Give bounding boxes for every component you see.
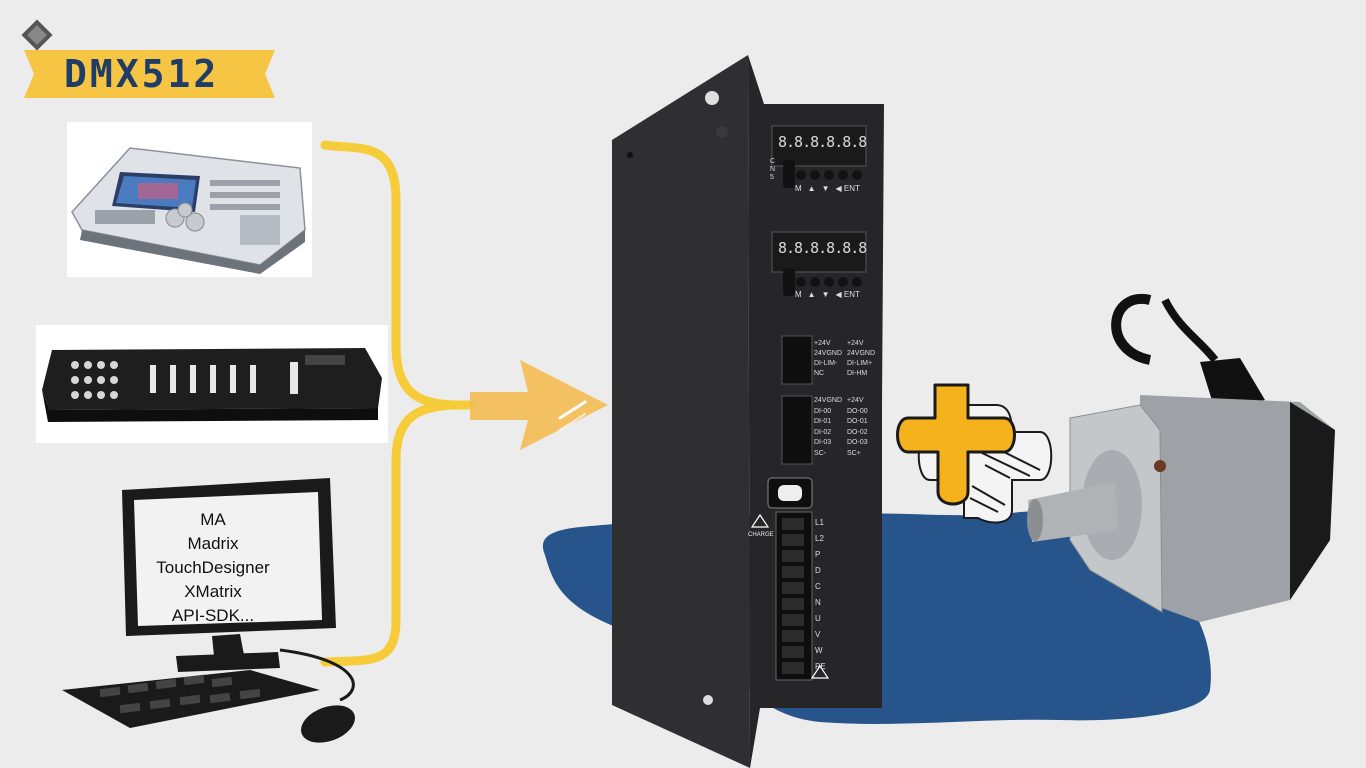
io-label: DI-LIM-	[814, 360, 838, 367]
terminal-label: L1	[815, 518, 824, 527]
enter-button-label: ◀ ENT	[835, 290, 860, 299]
software-item: API-SDK...	[171, 606, 255, 625]
up-button-label: ▲	[807, 290, 816, 299]
io-label: DI-00	[814, 407, 832, 415]
cn5-label: CN5	[770, 158, 776, 181]
io-labels-right-1: +24V 24VGND DI-LIM+ DI-HM	[847, 339, 875, 379]
dmx512-title: DMX512	[64, 52, 220, 96]
terminal-label: U	[815, 614, 821, 623]
terminal-label: C	[815, 582, 821, 591]
software-item: Madrix	[187, 534, 239, 553]
software-list: MA Madrix TouchDesigner XMatrix API-SDK.…	[138, 508, 288, 628]
io-label: 24VGND	[814, 397, 843, 404]
io-label: DO-00	[847, 407, 868, 415]
terminal-label: W	[815, 646, 823, 655]
keyboard	[62, 670, 320, 728]
up-button-label: ▲	[807, 184, 816, 193]
servo-driver	[612, 55, 884, 768]
io-label: SC+	[847, 449, 861, 457]
terminal-label: N	[815, 598, 821, 607]
mode-button-label: M	[795, 290, 802, 299]
software-item: XMatrix	[184, 582, 242, 601]
driver-display-1: 8.8.8.8.8.8	[778, 133, 867, 151]
software-item: TouchDesigner	[156, 558, 270, 577]
terminal-label: P	[815, 550, 821, 559]
io-label: 24VGND	[814, 350, 843, 357]
io-labels-right-2: +24V DO-00 DO-01 DO-02 DO-03 SC+	[847, 396, 868, 459]
io-labels-left-2: 24VGND DI-00 DI-01 DI-02 DI-03 SC-	[814, 396, 842, 459]
software-item: MA	[200, 510, 226, 529]
enter-button-label: ◀ ENT	[835, 184, 860, 193]
plus-icon	[896, 383, 1053, 524]
connector-bracket	[320, 140, 475, 667]
io-label: DI-01	[814, 418, 832, 425]
io-label: DI-LIM+	[847, 360, 873, 367]
io-labels-left-1: +24V 24VGND DI-LIM- NC	[814, 339, 842, 379]
computer-monitor	[122, 478, 336, 672]
io-label: DO-01	[847, 418, 868, 425]
io-label: +24V	[814, 340, 831, 347]
io-label: DO-03	[847, 439, 868, 446]
driver-buttons-row-1: M ▲ ▼ ◀ ENT	[795, 184, 860, 193]
down-button-label: ▼	[821, 184, 830, 193]
io-label: DI-02	[814, 428, 832, 436]
terminal-label: PE	[815, 662, 826, 671]
power-terminal-labels: L1 L2 P D C N U V W PE	[815, 515, 826, 675]
dmx-controller-photo	[42, 348, 382, 422]
io-label: DI-03	[814, 439, 832, 446]
lighting-console-photo	[71, 147, 306, 274]
io-label: +24V	[847, 397, 864, 404]
down-button-label: ▼	[821, 290, 830, 299]
io-label: +24V	[847, 340, 864, 347]
terminal-label: D	[815, 566, 821, 575]
io-label: 24VGND	[847, 350, 876, 357]
charge-label: CHARGE	[748, 532, 774, 538]
servo-motor	[1027, 293, 1335, 622]
driver-display-2: 8.8.8.8.8.8	[778, 239, 867, 257]
io-label: SC-	[814, 449, 827, 457]
mode-button-label: M	[795, 184, 802, 193]
terminal-label: V	[815, 630, 821, 639]
terminal-label: L2	[815, 534, 824, 543]
io-label: DO-02	[847, 428, 868, 436]
arrow-right-icon	[470, 360, 608, 450]
mouse	[301, 705, 355, 743]
driver-buttons-row-2: M ▲ ▼ ◀ ENT	[795, 290, 860, 299]
io-label: NC	[814, 370, 825, 377]
io-label: DI-HM	[847, 370, 868, 377]
